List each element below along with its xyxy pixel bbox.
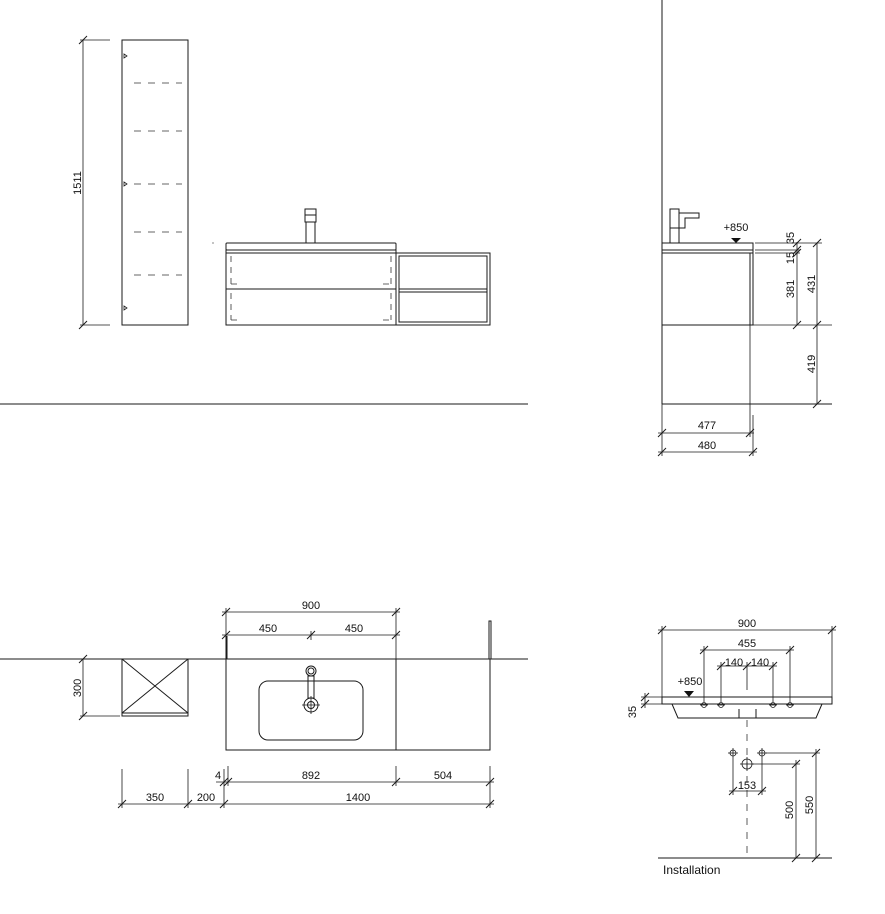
plan-view: 900 450 450 300 [0,600,528,809]
inst-height-550-label: 550 [804,796,816,814]
faucet-side [669,208,700,244]
inst-thickness-label: 35 [627,706,639,718]
plan-half-right-label: 450 [345,623,363,635]
plan-depth-dim: 300 [72,654,120,721]
tap-hole-icon [700,702,794,708]
plan-width-900-label: 900 [302,600,320,612]
side-height-mark: +850 [724,222,749,234]
inst-level-marker-icon [684,691,694,697]
inst-tap-left-label: 140 [725,657,743,669]
vanity-unit-front [212,208,397,326]
side-vertical-dims: 35 15 381 431 419 [753,232,832,409]
tall-cabinet-height-dimension: 1511 [72,35,110,330]
basin-plan [225,636,397,751]
tall-cabinet-plan [121,658,189,717]
supply-fitting-icon [728,748,767,771]
plan-dim-1400-label: 1400 [346,792,370,804]
plan-half-left-label: 450 [259,623,277,635]
inst-tap-right-label: 140 [751,657,769,669]
side-depth-dims: 477 480 [657,325,758,457]
plan-top-dims: 900 450 450 [221,600,401,659]
tall-cabinet-height-label: 1511 [72,171,84,195]
plan-dim-4-label: 4 [215,770,221,782]
tall-cabinet [121,39,189,326]
front-elevation: 1511 [0,35,528,405]
plan-dim-892-label: 892 [302,770,320,782]
dim-419-label: 419 [806,355,818,373]
dim-381-label: 381 [785,280,797,298]
level-marker-icon [731,238,741,243]
depth-480-label: 480 [698,440,716,452]
plan-depth-300-label: 300 [72,679,84,697]
side-shelf-front [395,252,491,326]
dim-431-label: 431 [806,275,818,293]
inst-height-500-label: 500 [784,801,796,819]
plan-dim-200-label: 200 [197,792,215,804]
plan-bottom-dims: 4 892 504 350 200 1400 [117,766,495,809]
side-elevation: +850 35 15 381 431 419 [657,0,832,457]
inst-hole-455-label: 455 [738,638,756,650]
plan-dim-504-label: 504 [434,770,452,782]
side-shelf-plan [395,620,492,751]
faucet-front [304,208,317,244]
depth-477-label: 477 [698,420,716,432]
inst-basin-section [661,696,833,719]
dim-35-label: 35 [785,232,797,244]
inst-height-mark: +850 [678,676,703,688]
dim-15-label: 15 [785,252,797,264]
inst-drain-153-label: 153 [738,780,756,792]
inst-width-900-label: 900 [738,618,756,630]
installation-drawing: 900 455 140 140 +850 [627,618,837,877]
installation-caption: Installation [663,863,720,877]
plan-dim-350-label: 350 [146,792,164,804]
